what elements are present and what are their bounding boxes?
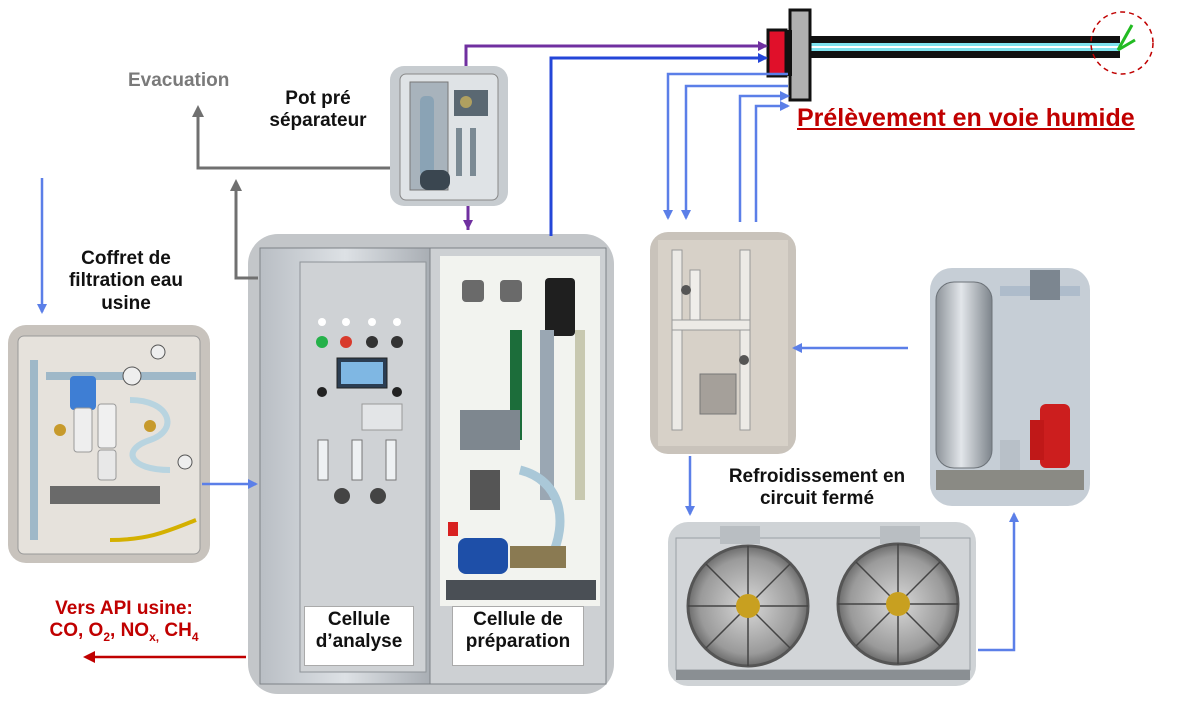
cellule-preparation-label: Cellule de préparation xyxy=(452,606,584,666)
blue-water-arrows xyxy=(37,178,258,489)
filtration-label-line3: usine xyxy=(101,292,151,314)
analyse-line1: Cellule xyxy=(327,609,391,630)
grey-evacuation-arrows xyxy=(192,105,390,280)
refroidissement-label: Refroidissement en circuit fermé xyxy=(714,466,920,511)
probe-tip-highlight xyxy=(1090,11,1154,75)
gas-ch4-sub: 4 xyxy=(191,630,199,645)
refroid-label-line1: Refroidissement en xyxy=(728,466,906,487)
echangeur-photo xyxy=(650,232,796,454)
vers-api-line1: Vers API usine: xyxy=(55,598,193,619)
dark-blue-supply-arrow xyxy=(549,53,768,236)
preparation-line1: Cellule de xyxy=(473,609,563,630)
vers-api-label: Vers API usine: CO, O2, NOx, CH4 xyxy=(26,598,222,644)
gas-nox-sub: x, xyxy=(149,630,160,645)
filtration-label-line1: Coffret de xyxy=(81,248,171,269)
reservoir-pompe-photo xyxy=(930,268,1090,506)
gas-ch: CH xyxy=(159,620,192,642)
coffret-filtration-label: Coffret de filtration eau usine xyxy=(52,248,200,315)
gas-list: CO, O2, NOx, CH4 xyxy=(26,620,222,644)
cellule-analyse-label: Cellule d’analyse xyxy=(304,606,414,666)
prelevement-title: Prélèvement en voie humide xyxy=(797,104,1135,132)
analyse-line2: d’analyse xyxy=(315,631,403,653)
pot-label-line1: Pot pré xyxy=(285,88,351,109)
probe-tip-icon xyxy=(1116,24,1136,52)
sampling-probe xyxy=(766,8,1154,102)
refroid-label-line2: circuit fermé xyxy=(759,488,875,510)
blue-cooling-arrows xyxy=(663,72,1019,652)
gas-o2-sub: 2 xyxy=(103,630,111,645)
purple-sample-arrows xyxy=(463,41,768,230)
preparation-line2: préparation xyxy=(465,631,571,653)
aerorefrigerant-photo xyxy=(668,522,976,686)
gas-co-o: CO, O xyxy=(49,620,104,642)
filtration-label-line2: filtration eau xyxy=(68,270,183,292)
pot-separateur-photo xyxy=(390,66,508,206)
pot-label-line2: séparateur xyxy=(269,110,367,132)
coffret-filtration-photo xyxy=(8,325,210,563)
evacuation-label: Evacuation xyxy=(128,70,230,91)
pot-separateur-label: Pot pré séparateur xyxy=(254,88,382,133)
gas-nox: , NO xyxy=(110,620,150,642)
